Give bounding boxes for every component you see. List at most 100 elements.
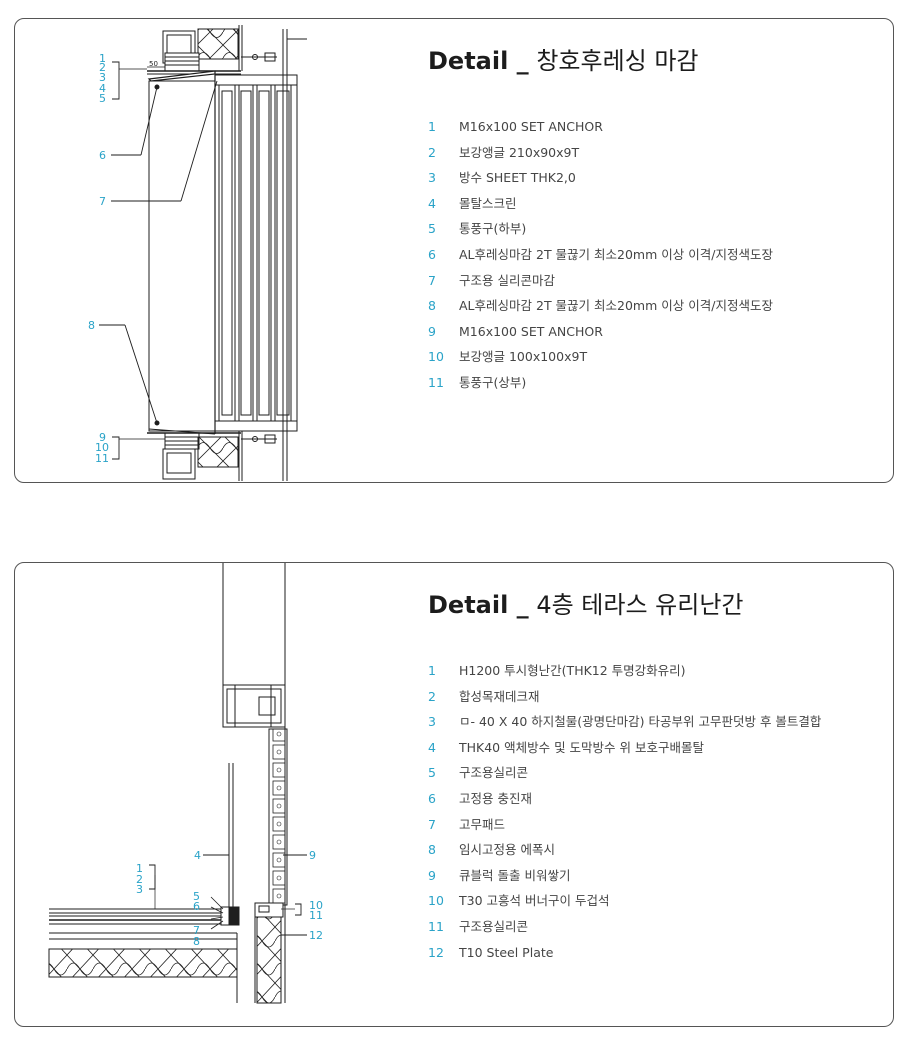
legend-item-number: 1 [428, 119, 436, 134]
legend-item: 4 THK40 액체방수 및 도막방수 위 보호구배몰탈 [428, 739, 821, 765]
title-lead: Detail _ [428, 47, 529, 75]
title-rest: 4층 테라스 유리난간 [536, 591, 744, 619]
legend-item: 10 T30 고흥석 버너구이 두겁석 [428, 892, 821, 918]
legend-item: 5 구조용실리콘 [428, 764, 821, 790]
legend-item-text: 합성목재데크재 [459, 688, 540, 704]
callout-7: 7 [99, 195, 106, 208]
legend-item-text: THK40 액체방수 및 도막방수 위 보호구배몰탈 [459, 739, 705, 755]
legend-item: 4 몰탈스크린 [428, 195, 773, 221]
legend-item: 3 ㅁ- 40 X 40 하지철물(광명단마감) 타공부위 고무판덧방 후 볼트결… [428, 713, 821, 739]
legend-item: 8 임시고정용 에폭시 [428, 841, 821, 867]
callout-9: 9 [309, 849, 316, 862]
legend-item-text: 구조용실리콘 [459, 765, 529, 781]
legend-item-number: 10 [428, 349, 444, 365]
legend-item: 1 H1200 투시형난간(THK12 투명강화유리) [428, 662, 821, 688]
legend-item: 9 M16x100 SET ANCHOR [428, 323, 773, 349]
callout-3: 3 [99, 71, 106, 84]
legend-item-number: 5 [428, 221, 436, 237]
legend-item: 3 방수 SHEET THK2,0 [428, 169, 773, 195]
legend-item-number: 1 [428, 663, 436, 678]
legend-item-text: H1200 투시형난간(THK12 투명강화유리) [459, 663, 686, 678]
legend-item-number: 7 [428, 272, 436, 288]
legend-item: 5 통풍구(하부) [428, 220, 773, 246]
legend-item-text: 보강앵글 100x100x9T [459, 349, 588, 365]
callout-8: 8 [193, 935, 200, 948]
callout-11: 11 [95, 452, 109, 465]
legend-item-text: 몰탈스크린 [459, 195, 517, 211]
legend-item-number: 6 [428, 790, 436, 806]
legend-item-number: 12 [428, 944, 444, 960]
callout-10: 10 [95, 441, 109, 454]
legend-item-number: 2 [428, 688, 436, 704]
section-drawing-window-flashing: 1 2 3 4 5 6 7 8 9 10 11 50 [88, 25, 307, 481]
legend-item-text: 고정용 충진재 [459, 790, 532, 806]
callout-5: 5 [193, 890, 200, 903]
legend-item-text: T10 Steel Plate [459, 944, 554, 960]
title-rest: 창호후레싱 마감 [536, 47, 699, 75]
legend-item-number: 6 [428, 246, 436, 262]
legend-item-text: ㅁ- 40 X 40 하지철물(광명단마감) 타공부위 고무판덧방 후 볼트결합 [459, 714, 822, 730]
legend-item: 11 구조용실리콘 [428, 918, 821, 944]
detail-panel-glass-railing: 1 2 3 4 5 6 7 8 9 10 11 12 Detail _ 4층 테… [14, 562, 894, 1027]
legend-item-text: 구조용 실리콘마감 [459, 272, 555, 288]
callout-10: 10 [309, 899, 323, 912]
legend-item-text: 통풍구(하부) [459, 221, 527, 237]
legend-list: 1 H1200 투시형난간(THK12 투명강화유리) 2 합성목재데크재 3 ㅁ- 40… [428, 662, 821, 969]
panel-title: Detail _ 4층 테라스 유리난간 [428, 585, 744, 620]
legend-item-text: T30 고흥석 버너구이 두겁석 [459, 893, 610, 909]
callout-4: 4 [194, 849, 201, 862]
legend-item-text: 큐블럭 돌출 비워쌓기 [459, 867, 571, 883]
legend-item-text: 고무패드 [459, 816, 506, 832]
callout-8: 8 [88, 319, 95, 332]
legend-item: 8 AL후레싱마감 2T 물끊기 최소20mm 이상 이격/지정색도장 [428, 297, 773, 323]
callout-7: 7 [193, 924, 200, 937]
callout-11: 11 [309, 909, 323, 922]
legend-item-number: 9 [428, 323, 436, 339]
legend-item-text: 구조용실리콘 [459, 918, 529, 934]
legend-item-text: M16x100 SET ANCHOR [459, 323, 603, 339]
callout-4: 4 [99, 82, 106, 95]
legend-item-number: 11 [428, 918, 444, 934]
legend-item-number: 4 [428, 739, 436, 755]
legend-item-text: 임시고정용 에폭시 [459, 842, 555, 858]
legend-item-text: AL후레싱마감 2T 물끊기 최소20mm 이상 이격/지정색도장 [459, 298, 773, 314]
legend-item-number: 8 [428, 298, 436, 314]
legend-item-number: 8 [428, 842, 436, 858]
legend-item-text: AL후레싱마감 2T 물끊기 최소20mm 이상 이격/지정색도장 [459, 246, 773, 262]
callout-9: 9 [99, 431, 106, 444]
legend-item-number: 3 [428, 170, 436, 186]
title-lead: Detail _ [428, 591, 529, 619]
legend-item-number: 3 [428, 714, 436, 730]
legend-item-text: 방수 SHEET THK2,0 [459, 170, 576, 186]
legend-item-number: 7 [428, 816, 436, 832]
legend-item-number: 10 [428, 893, 444, 909]
legend-item-number: 5 [428, 765, 436, 781]
callout-2: 2 [136, 873, 143, 886]
panel-title: Detail _ 창호후레싱 마감 [428, 41, 699, 76]
detail-panel-window-flashing: 1 2 3 4 5 6 7 8 9 10 11 50 Detail _ 창호후레… [14, 18, 894, 483]
section-drawing-glass-railing: 1 2 3 4 5 6 7 8 9 10 11 12 [48, 563, 323, 1004]
callout-12: 12 [309, 929, 323, 942]
legend-item: 9 큐블럭 돌출 비워쌓기 [428, 867, 821, 893]
legend-item: 12 T10 Steel Plate [428, 944, 821, 970]
callout-3: 3 [136, 883, 143, 896]
callout-2: 2 [99, 61, 106, 74]
dimension-label: 50 [149, 60, 158, 68]
legend-item-text: 보강앵글 210x90x9T [459, 144, 580, 160]
callout-1: 1 [99, 52, 106, 65]
legend-item: 6 고정용 충진재 [428, 790, 821, 816]
legend-item: 2 합성목재데크재 [428, 688, 821, 714]
legend-item-text: M16x100 SET ANCHOR [459, 119, 603, 134]
legend-item: 10 보강앵글 100x100x9T [428, 348, 773, 374]
legend-item: 7 구조용 실리콘마감 [428, 272, 773, 298]
legend-item-number: 4 [428, 195, 436, 211]
callout-1: 1 [136, 862, 143, 875]
legend-item: 2 보강앵글 210x90x9T [428, 144, 773, 170]
legend-item-text: 통풍구(상부) [459, 374, 527, 390]
legend-item: 6 AL후레싱마감 2T 물끊기 최소20mm 이상 이격/지정색도장 [428, 246, 773, 272]
legend-item-number: 9 [428, 867, 436, 883]
callout-6: 6 [193, 900, 200, 913]
legend-item-number: 2 [428, 144, 436, 160]
